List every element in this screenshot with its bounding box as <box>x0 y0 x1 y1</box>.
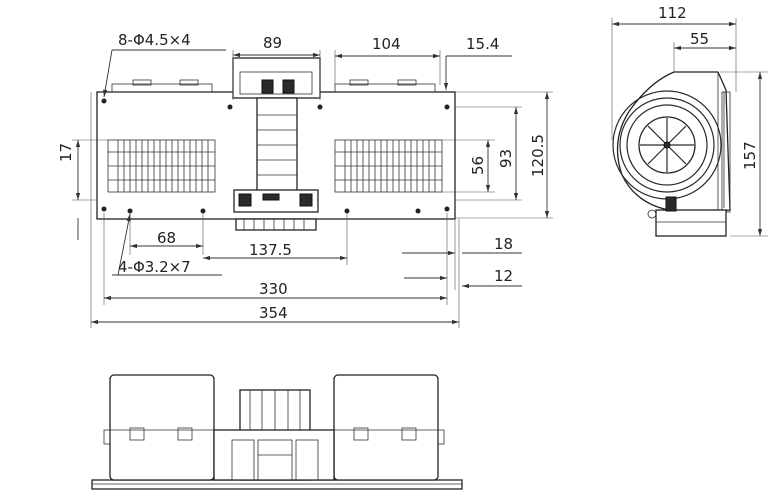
bracket-terminal <box>262 193 280 201</box>
front-dimensions: 8-Φ4.5×4 89 104 15.4 17 56 93 120.5 68 1… <box>57 31 553 328</box>
label-56: 56 <box>469 156 487 175</box>
hub-spokes <box>640 118 694 172</box>
label-93: 93 <box>497 149 515 168</box>
motor-column <box>256 97 298 194</box>
side-connector <box>665 196 677 212</box>
label-157: 157 <box>741 141 759 170</box>
tab <box>397 79 417 86</box>
label-137-5: 137.5 <box>249 241 292 259</box>
right-fan-blades <box>335 140 442 192</box>
label-330: 330 <box>259 280 288 298</box>
motor-bracket <box>233 189 319 213</box>
label-12: 12 <box>494 267 513 285</box>
label-112: 112 <box>658 4 687 22</box>
connector-left <box>261 79 274 94</box>
bracket-pad-left <box>238 193 252 207</box>
label-68: 68 <box>157 229 176 247</box>
front-view <box>96 57 456 231</box>
left-housing <box>109 374 215 481</box>
tab <box>179 79 199 86</box>
right-housing-top <box>334 83 436 93</box>
bottom-view <box>91 374 463 490</box>
fan-inner-ring <box>626 104 708 186</box>
label-18: 18 <box>494 235 513 253</box>
motor-top-block <box>232 57 321 99</box>
left-clip-1 <box>129 427 145 441</box>
label-354: 354 <box>259 304 288 322</box>
label-15-4: 15.4 <box>466 35 499 53</box>
side-dimensions: 112 55 157 <box>611 4 768 237</box>
label-55: 55 <box>690 30 709 48</box>
label-120-5: 120.5 <box>529 134 547 177</box>
label-17: 17 <box>57 143 75 162</box>
tab <box>349 79 369 86</box>
right-clip-2 <box>401 427 417 441</box>
label-top-holes: 8-Φ4.5×4 <box>118 31 191 49</box>
side-terminal-block <box>655 209 727 237</box>
tab <box>132 79 152 86</box>
label-89: 89 <box>263 34 282 52</box>
label-bottom-holes: 4-Φ3.2×7 <box>118 258 191 276</box>
base-plate <box>91 479 463 490</box>
bracket-pad-right <box>299 193 313 207</box>
label-104: 104 <box>372 35 401 53</box>
left-clip-2 <box>177 427 193 441</box>
left-fan-blades <box>108 140 215 192</box>
mounting-holes <box>101 98 450 214</box>
right-clip-1 <box>353 427 369 441</box>
terminal-block <box>235 218 317 231</box>
left-housing-top <box>111 83 213 93</box>
connector-right <box>282 79 295 94</box>
motor-top-inner <box>239 71 313 95</box>
fan-middle-ring <box>619 97 715 193</box>
right-housing <box>333 374 439 481</box>
side-view <box>612 71 731 237</box>
